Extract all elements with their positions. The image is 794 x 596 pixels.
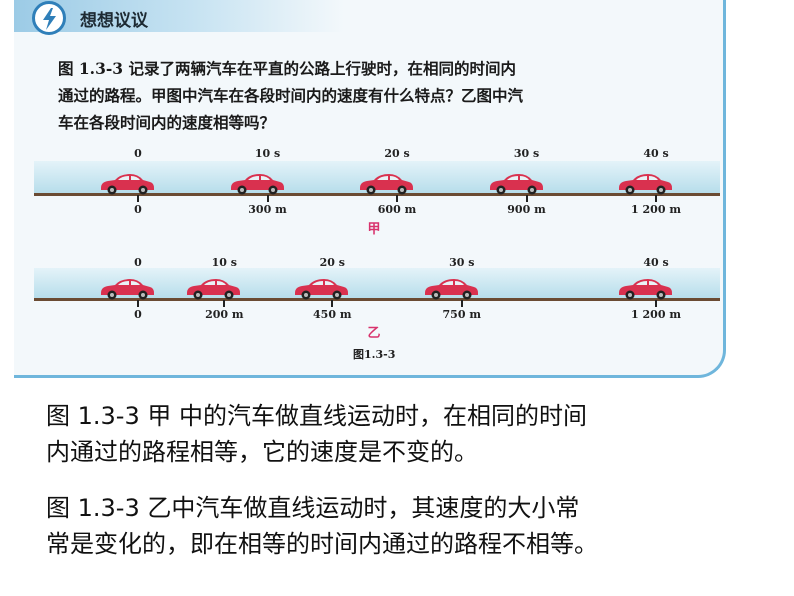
distance-tick [331,300,334,307]
distance-tick [266,195,269,202]
distance-label: 1 200 m [631,308,681,321]
distance-tick [396,195,398,202]
distance-tick [655,300,657,307]
row-label-yi: 乙 [367,326,381,341]
distance-tick [655,195,657,202]
car-icon [616,276,674,300]
car-icon [98,276,156,300]
answer-line: 常是变化的，即在相等的时间内通过的路程不相等。 [46,530,598,558]
time-label: 40 s [643,147,669,160]
distance-label: 600 m [377,203,417,216]
section-title: 想想议议 [80,11,148,31]
car-icon [422,276,480,300]
time-label: 30 s [513,147,540,160]
car-icon [184,276,242,300]
time-label: 0 [134,147,142,160]
distance-label: 1 200 m [631,203,681,216]
header-bar [14,0,344,32]
row-label-jia: 甲 [367,222,381,237]
distance-tick [137,195,139,202]
distance-label: 900 m [507,203,546,216]
distance-tick [460,300,463,307]
road-line [34,298,720,301]
car-icon [616,171,674,195]
figure-row-jia: 0 0 10 s 300 m 20 s 600 m 30 s 900 m 40 s 1 200 m [34,145,720,225]
time-label: 40 s [643,256,669,269]
time-label: 30 s [449,256,475,269]
time-label: 20 s [319,256,345,269]
car-icon [228,171,286,195]
car-icon [292,276,350,300]
answer-line: 内通过的路程相等，它的速度是不变的。 [46,438,478,466]
car-icon [487,171,545,195]
car-icon [98,171,156,195]
answer-paragraph-2: 图 1.3-3 乙中汽车做直线运动时，其速度的大小常 常是变化的，即在相等的时间… [46,490,766,562]
figure-caption: 图1.3-3 [353,348,396,361]
distance-label: 300 m [248,203,287,216]
distance-label: 750 m [442,308,481,321]
car-icon [357,171,415,195]
distance-tick [137,300,139,307]
answer-line: 图 1.3-3 乙中汽车做直线运动时，其速度的大小常 [46,494,580,522]
question-paragraph: 图 1.3-3 记录了两辆汽车在平直的公路上行驶时，在相同的时间内 通过的路程。… [58,55,718,136]
question-line: 图 1.3-3 记录了两辆汽车在平直的公路上行驶时，在相同的时间内 [58,59,516,78]
answer-paragraph-1: 图 1.3-3 甲 中的汽车做直线运动时，在相同的时间 内通过的路程相等，它的速… [46,398,766,470]
distance-tick [223,300,226,307]
time-label: 10 s [211,256,237,269]
figure-row-yi: 0 0 10 s 200 m 20 s 450 m 30 s 750 m 40 s 1 200 m [34,254,720,334]
question-line: 通过的路程。甲图中汽车在各段时间内的速度有什么特点？乙图中汽 [58,86,524,105]
time-label: 20 s [384,147,410,160]
answer-line: 图 1.3-3 甲 中的汽车做直线运动时，在相同的时间 [46,402,587,430]
time-label: 0 [134,256,142,269]
lightning-bulb-icon [32,1,66,35]
road-line [34,193,720,196]
distance-label: 200 m [205,308,244,321]
distance-label: 0 [134,308,142,321]
distance-label: 450 m [313,308,352,321]
distance-tick [525,195,528,202]
distance-label: 0 [134,203,142,216]
question-line: 车在各段时间内的速度相等吗？ [58,113,276,132]
time-label: 10 s [254,147,281,160]
